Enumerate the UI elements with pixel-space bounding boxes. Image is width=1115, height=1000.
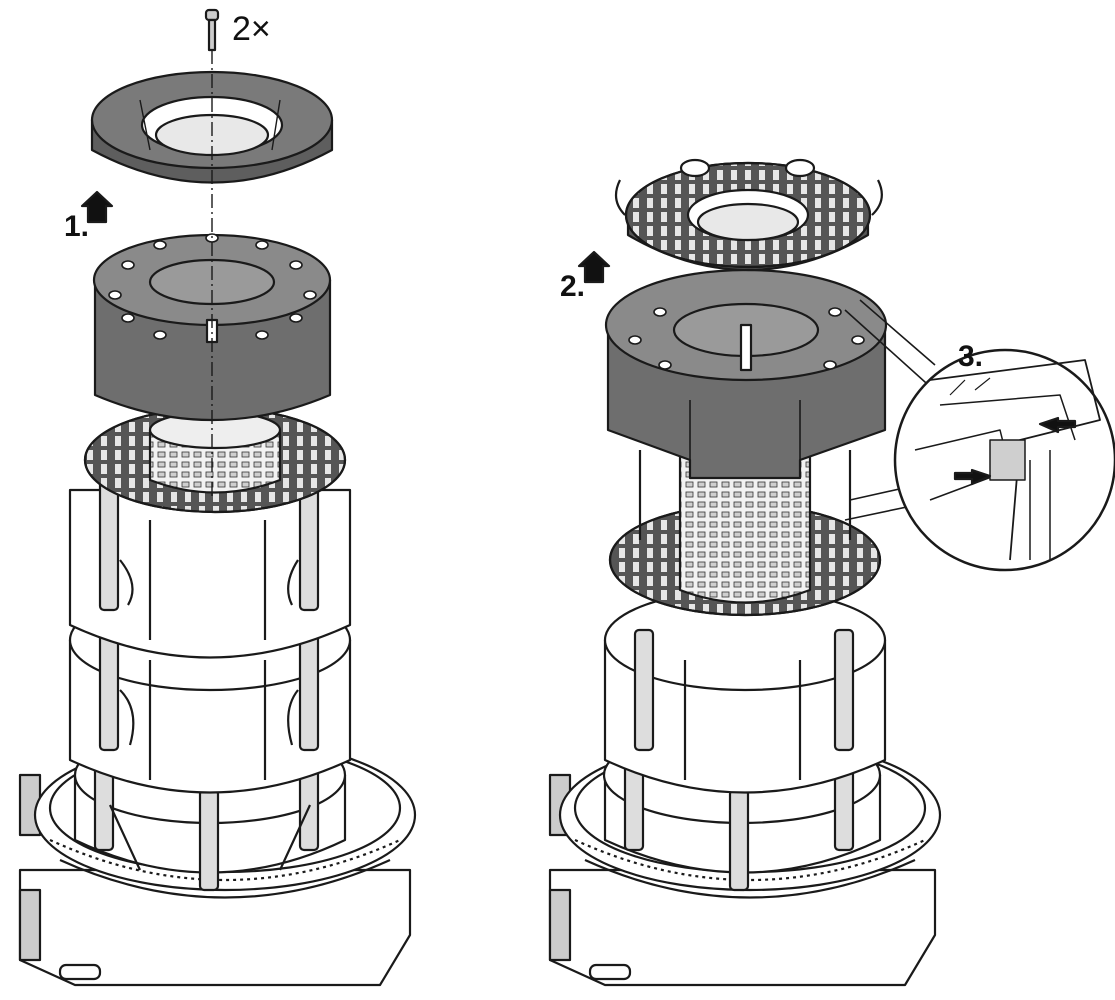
- spoked-disk-lower-right: [608, 438, 882, 617]
- step-3-label: 3.: [958, 340, 984, 373]
- spoked-disk-left: [83, 406, 347, 514]
- arrow-up-icon: [577, 250, 611, 284]
- step-2-label: 2.: [560, 270, 586, 303]
- spoked-disk-top-right: [614, 158, 883, 271]
- arrow-icon: [953, 468, 992, 486]
- screw-icon: [204, 8, 220, 52]
- detail-callout-circle: [893, 348, 1115, 572]
- arrow-up-icon: [80, 190, 114, 224]
- arrow-icon: [1038, 416, 1077, 434]
- right-assembly: [548, 158, 946, 987]
- callout-leader: [844, 299, 946, 521]
- step-1-label: 1.: [64, 210, 90, 243]
- left-assembly: [18, 8, 417, 987]
- cage-tier-middle-right: [603, 588, 887, 794]
- screw-quantity-label: 2×: [232, 10, 271, 48]
- cage-tier-upper-left: [68, 478, 352, 659]
- dark-weight-right: [604, 268, 888, 480]
